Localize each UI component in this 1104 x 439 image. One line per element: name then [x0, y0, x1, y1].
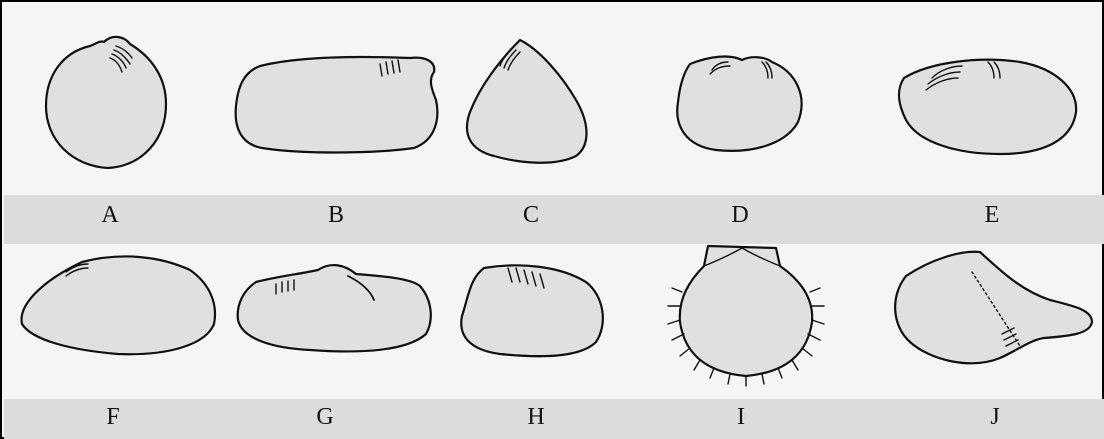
label-c: C: [501, 202, 561, 229]
shell-c: [467, 40, 587, 163]
shell-h: [461, 265, 603, 356]
shell-i: [668, 246, 824, 386]
label-e: E: [962, 202, 1022, 229]
label-f: F: [83, 404, 143, 431]
shell-e: [899, 60, 1076, 154]
shell-f: [22, 256, 215, 354]
shell-d: [677, 57, 801, 151]
label-i: I: [711, 404, 771, 431]
label-h: H: [506, 404, 566, 431]
shell-b: [236, 57, 438, 153]
label-d: D: [710, 202, 770, 229]
label-b: B: [306, 202, 366, 229]
shell-a: [46, 37, 166, 168]
shell-g: [238, 265, 431, 351]
label-a: A: [80, 202, 140, 229]
label-j: J: [965, 404, 1025, 431]
label-g: G: [295, 404, 355, 431]
shell-j: [895, 252, 1092, 363]
